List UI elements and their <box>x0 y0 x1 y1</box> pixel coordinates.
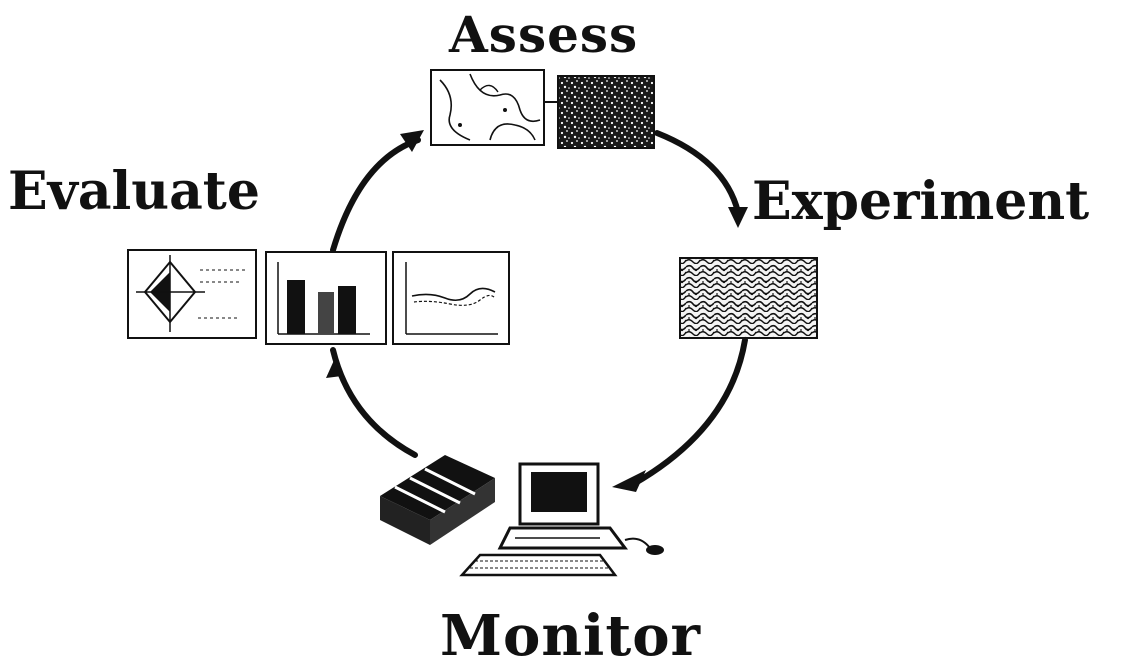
stage-label-assess: Assess <box>449 5 639 64</box>
experiment-map-image <box>679 257 818 339</box>
arc-assess-to-experiment <box>654 130 741 215</box>
contour-map-image <box>430 69 545 146</box>
stage-label-experiment: Experiment <box>752 171 1090 232</box>
arrowheads <box>326 130 748 492</box>
satellite-image <box>557 75 655 149</box>
arrowhead-evaluate <box>326 358 342 378</box>
arrowhead-assess <box>400 130 424 152</box>
bar-chart-image <box>265 251 387 345</box>
computer-image <box>459 462 664 577</box>
arrowhead-experiment <box>728 207 748 228</box>
diamond-plot-image <box>127 249 257 339</box>
data-logger-image <box>380 455 495 545</box>
arc-experiment-to-monitor <box>627 337 748 489</box>
arrowhead-monitor <box>612 470 646 492</box>
stage-label-evaluate: Evaluate <box>8 161 260 222</box>
line-chart-image <box>392 251 510 345</box>
stage-label-monitor: Monitor <box>440 603 702 669</box>
cycle-arrows <box>330 130 748 489</box>
arc-evaluate-to-assess <box>330 137 421 253</box>
arc-monitor-to-evaluate <box>330 347 418 458</box>
